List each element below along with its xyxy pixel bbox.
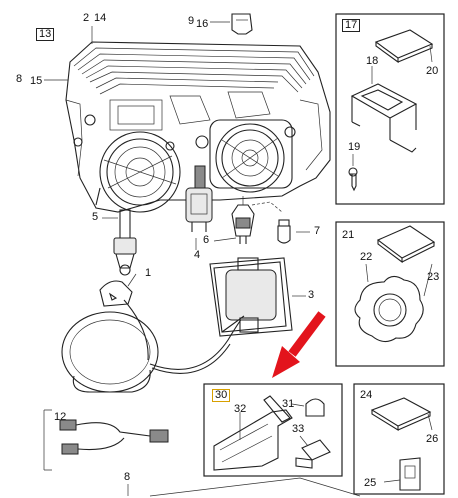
callout-32: 32	[234, 403, 247, 415]
callout-24: 24	[360, 389, 373, 401]
callout-25: 25	[364, 477, 377, 489]
callout-31: 31	[282, 398, 295, 410]
callout-4: 4	[194, 249, 201, 261]
callout-23: 23	[427, 271, 440, 283]
callout-30: 30	[212, 389, 231, 402]
inset-30-parts	[213, 395, 331, 471]
callout-17: 17	[342, 19, 361, 32]
center-bulb-holder	[185, 165, 213, 232]
inset-17-parts	[348, 29, 434, 192]
rubber-cover-1	[99, 280, 149, 361]
callout-1: 1	[145, 267, 152, 279]
connector-harness	[43, 409, 169, 471]
callout-5: 5	[92, 211, 99, 223]
leader-lines	[44, 21, 310, 496]
xenon-bulb	[113, 209, 137, 276]
callout-8-top: 8	[16, 73, 23, 85]
callout-6: 6	[203, 234, 210, 246]
callout-26: 26	[426, 433, 439, 445]
low-beam-reflector	[99, 131, 181, 213]
callout-16: 16	[196, 18, 209, 30]
callout-19: 19	[348, 141, 361, 153]
callout-7: 7	[314, 225, 321, 237]
callout-21: 21	[342, 229, 355, 241]
high-beam-reflector	[209, 119, 293, 193]
side-marker-bulb	[277, 219, 291, 244]
callout-13: 13	[36, 28, 55, 41]
callout-12: 12	[54, 411, 67, 423]
next-page-outline	[149, 477, 361, 497]
callout-15: 15	[30, 75, 43, 87]
callout-22: 22	[360, 251, 373, 263]
inset-24-parts	[370, 397, 433, 491]
red-pointer-arrow	[272, 311, 326, 378]
callout-9: 9	[188, 15, 195, 27]
ballast-unit	[209, 257, 293, 337]
callout-2: 2	[83, 12, 90, 24]
callout-8-bottom: 8	[124, 471, 131, 483]
inset-24	[353, 383, 445, 495]
callout-18: 18	[366, 55, 379, 67]
dome-cover	[61, 311, 245, 393]
callout-20: 20	[426, 65, 439, 77]
top-clip	[231, 13, 253, 35]
headlamp-housing	[65, 41, 331, 213]
bulb-h7	[231, 196, 255, 244]
callout-3: 3	[308, 289, 315, 301]
inset-21-parts	[354, 225, 436, 343]
callout-33: 33	[292, 423, 305, 435]
callout-14: 14	[94, 12, 107, 24]
